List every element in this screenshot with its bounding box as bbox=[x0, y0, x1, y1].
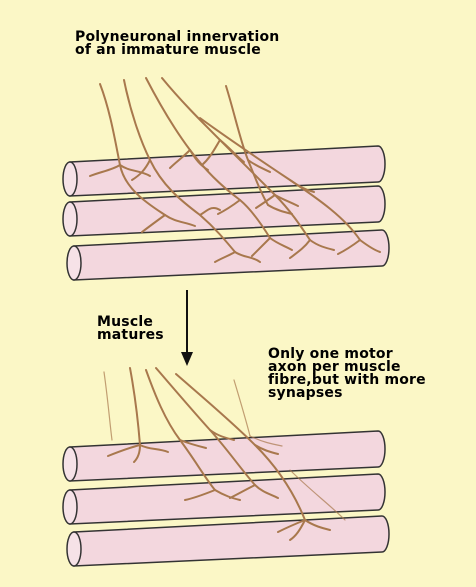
transition-caption: Muscle matures bbox=[97, 316, 164, 342]
bottom-caption: Only one motor axon per muscle fibre,but… bbox=[268, 348, 426, 400]
transition-caption-line-2: matures bbox=[97, 329, 164, 342]
muscle-fibre bbox=[67, 516, 389, 566]
maturation-arrow bbox=[181, 290, 193, 366]
top-caption: Polyneuronal innervation of an immature … bbox=[75, 31, 279, 57]
immature-muscle bbox=[63, 78, 389, 280]
top-caption-line-2: of an immature muscle bbox=[75, 44, 279, 57]
muscle-fibre bbox=[63, 474, 385, 524]
bottom-caption-line-4: synapses bbox=[268, 387, 426, 400]
